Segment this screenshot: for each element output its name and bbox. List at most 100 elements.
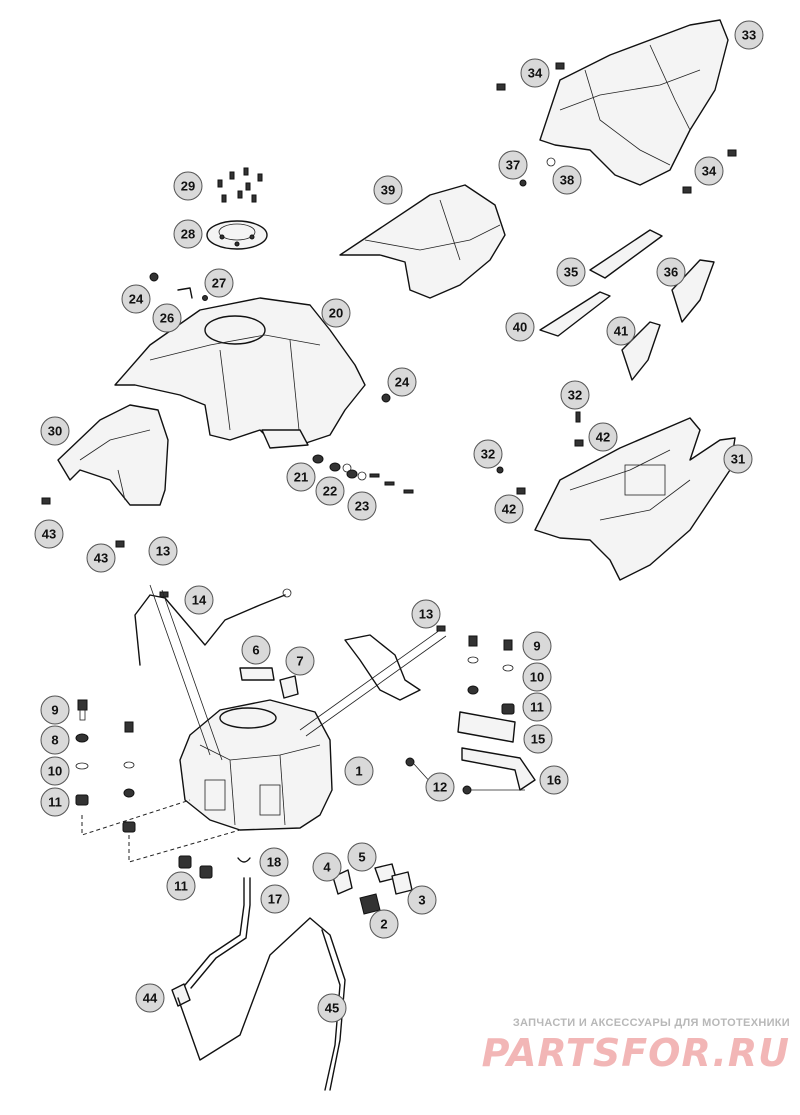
callout-7: 7 <box>285 646 315 676</box>
cover-clip <box>177 287 193 299</box>
callout-29: 29 <box>173 171 203 201</box>
callout-label: 11 <box>530 700 544 715</box>
trim-panel-41 <box>621 321 661 381</box>
callout-label: 1 <box>355 764 362 779</box>
callout-label: 4 <box>323 860 331 875</box>
nut-12b <box>462 785 472 795</box>
seat-washer <box>546 157 556 167</box>
callout-label: 17 <box>268 892 282 907</box>
callout-11-left: 11 <box>40 787 70 817</box>
callout-label: 16 <box>547 773 561 788</box>
callout-11-right: 11 <box>522 692 552 722</box>
callout-33: 33 <box>734 20 764 50</box>
callout-label: 11 <box>48 795 62 810</box>
callout-42-right: 42 <box>588 422 618 452</box>
callout-label: 32 <box>481 447 495 462</box>
callout-label: 24 <box>129 292 144 307</box>
callout-label: 37 <box>506 158 520 173</box>
callout-10-left: 10 <box>40 756 70 786</box>
callout-32-left: 32 <box>473 439 503 469</box>
callout-label: 42 <box>502 502 516 517</box>
callout-10-right: 10 <box>522 662 552 692</box>
callout-36: 36 <box>656 257 686 287</box>
callout-9-left: 9 <box>40 695 70 725</box>
callout-21: 21 <box>286 462 316 492</box>
callout-label: 10 <box>530 670 544 685</box>
callout-22: 22 <box>315 476 345 506</box>
vent-hose-14 <box>134 588 292 666</box>
callout-label: 5 <box>358 850 365 865</box>
subframe-screw-left <box>496 466 504 474</box>
callout-label: 23 <box>355 499 369 514</box>
callout-label: 38 <box>560 173 574 188</box>
callout-label: 14 <box>192 593 207 608</box>
callout-34-top: 34 <box>520 58 550 88</box>
rear-subframe <box>534 417 736 581</box>
callout-15: 15 <box>523 724 553 754</box>
callout-label: 44 <box>143 991 158 1006</box>
callout-16: 16 <box>539 765 569 795</box>
left-hardware-stack <box>75 699 191 836</box>
callout-label: 39 <box>381 183 395 198</box>
callout-42-left: 42 <box>494 494 524 524</box>
callout-31: 31 <box>723 444 753 474</box>
callout-14: 14 <box>184 585 214 615</box>
center-hardware-stack <box>122 721 241 863</box>
cover-bolt-left <box>149 272 159 282</box>
callout-18: 18 <box>259 847 289 877</box>
tank-pad-6 <box>239 667 275 681</box>
callout-43-right: 43 <box>86 543 116 573</box>
callout-label: 20 <box>329 306 343 321</box>
fairing-clip-1 <box>41 497 51 505</box>
bracket-15 <box>457 711 516 743</box>
tank-bolt-long <box>149 584 223 761</box>
bracket-16 <box>461 747 536 791</box>
callout-11-bottom: 11 <box>166 871 196 901</box>
watermark-caption: ЗАПЧАСТИ И АКСЕССУАРЫ ДЛЯ МОТОТЕХНИКИ <box>512 1017 790 1029</box>
seat-screw <box>519 179 527 187</box>
callout-26: 26 <box>152 303 182 333</box>
trim-panel-35 <box>589 229 663 279</box>
callout-label: 13 <box>419 607 433 622</box>
hose-fitting-44 <box>171 983 191 1007</box>
callout-label: 33 <box>742 28 756 43</box>
callout-label: 43 <box>94 551 108 566</box>
callout-17: 17 <box>260 884 290 914</box>
partsfor-watermark: ЗАПЧАСТИ И АКСЕССУАРЫ ДЛЯ МОТОТЕХНИКИ PA… <box>482 1017 790 1075</box>
callout-label: 32 <box>568 388 582 403</box>
callout-label: 43 <box>42 527 56 542</box>
callout-38: 38 <box>552 165 582 195</box>
front-fairing-panel <box>57 404 169 506</box>
hose-clip-18 <box>237 857 251 863</box>
callout-28: 28 <box>173 219 203 249</box>
callout-label: 13 <box>156 544 170 559</box>
callout-23: 23 <box>347 491 377 521</box>
callout-8: 8 <box>40 725 70 755</box>
callout-43-left: 43 <box>34 519 64 549</box>
seat-clip-bottom <box>682 186 692 194</box>
watermark-logo: PARTSFOR.RU <box>481 1031 790 1075</box>
callout-label: 35 <box>564 265 578 280</box>
callout-label: 30 <box>48 424 62 439</box>
tank-pad-7 <box>279 675 299 699</box>
callout-24-left: 24 <box>121 284 151 314</box>
fuel-hose-17 <box>184 877 251 989</box>
callout-9-right: 9 <box>522 631 552 661</box>
tank-bolt-long-right <box>299 629 447 737</box>
cover-washers <box>342 463 367 481</box>
callout-label: 6 <box>252 643 259 658</box>
front-seat <box>339 184 506 299</box>
callout-label: 45 <box>325 1001 339 1016</box>
rear-seat <box>539 19 729 186</box>
callout-label: 40 <box>513 320 527 335</box>
callout-4: 4 <box>312 852 342 882</box>
tank-sensors <box>332 863 413 915</box>
callout-45: 45 <box>317 993 347 1023</box>
callout-label: 34 <box>702 164 717 179</box>
seat-clip-top <box>555 62 565 70</box>
callout-35: 35 <box>556 257 586 287</box>
callout-13-right: 13 <box>411 599 441 629</box>
right-hardware-stack <box>467 635 515 715</box>
callout-label: 9 <box>51 703 58 718</box>
